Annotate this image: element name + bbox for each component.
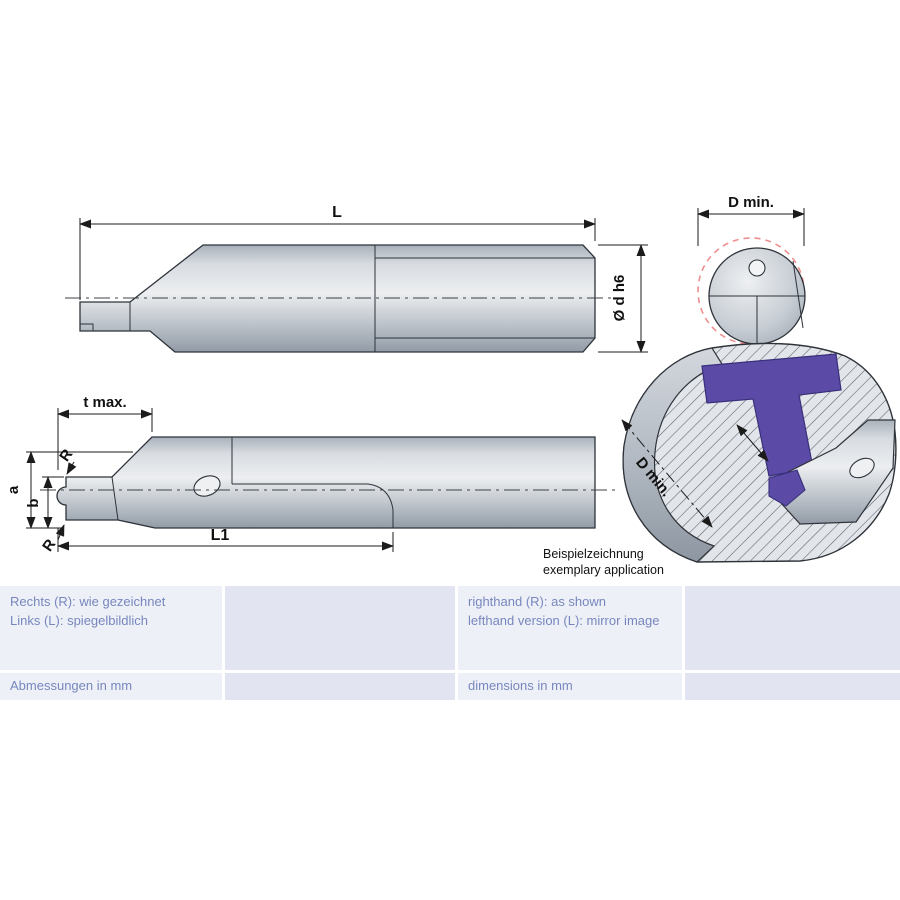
units-en: dimensions in mm: [468, 678, 573, 693]
tool-silhouette-top: [79, 244, 596, 353]
dim-label-shank-diameter: Ø d h6: [611, 275, 628, 322]
drawing-canvas: L Ø d h6 D min. t ma: [5, 194, 897, 577]
caption-application-de: Beispielzeichnung: [543, 547, 644, 561]
notes-table: Rechts (R): wie gezeichnet Links (L): sp…: [0, 586, 900, 700]
units-cell-english: dimensions in mm: [458, 673, 682, 700]
tool-arm-screw-hole: [849, 457, 875, 479]
view-application-3d: D min. Beispielzeichnung exemplary appli…: [543, 342, 897, 577]
view-end: D min.: [697, 194, 806, 345]
groove-depth-arrow: [736, 424, 769, 462]
note-de-righthand: Rechts (R): wie gezeichnet: [10, 594, 166, 609]
caption-application-en: exemplary application: [543, 563, 664, 577]
view-side-length: L Ø d h6: [65, 204, 648, 353]
units-de: Abmessungen in mm: [10, 678, 133, 693]
dim-label-overall-length: L: [332, 204, 342, 221]
note-cell-german: Rechts (R): wie gezeichnet Links (L): sp…: [0, 586, 222, 670]
units-cell-german: Abmessungen in mm: [0, 673, 222, 700]
view-side-profile: t max. a b R R L1: [5, 394, 618, 555]
dim-label-l1: L1: [211, 527, 230, 544]
coolant-hole: [748, 259, 766, 277]
note-en-lefthand: lefthand version (L): mirror image: [468, 612, 660, 628]
note-cell-empty-2: [685, 586, 900, 670]
note-en-righthand: righthand (R): as shown: [468, 594, 607, 609]
units-cell-empty-1: [225, 673, 455, 700]
dim-label-b: b: [25, 498, 42, 507]
clamp-screw-hole: [193, 475, 221, 497]
bore-diameter-line: [621, 419, 713, 528]
dim-label-radius-bottom: R: [39, 536, 59, 555]
dim-label-depth-max: t max.: [83, 394, 126, 411]
note-cell-empty-1: [225, 586, 455, 670]
units-cell-empty-2: [685, 673, 900, 700]
tool-silhouette-profile: [56, 436, 596, 529]
cutting-edge-step: [80, 323, 94, 331]
dim-label-radius-top: R: [56, 446, 76, 465]
note-cell-english: righthand (R): as shown lefthand version…: [458, 586, 682, 670]
dim-label-a: a: [5, 485, 22, 494]
insert-tip-purple: [768, 469, 806, 507]
note-de-lefthand: Links (L): spiegelbildlich: [10, 612, 149, 628]
dim-label-min-bore-end-view: D min.: [728, 194, 774, 211]
relief-flat-edge: [232, 483, 394, 528]
